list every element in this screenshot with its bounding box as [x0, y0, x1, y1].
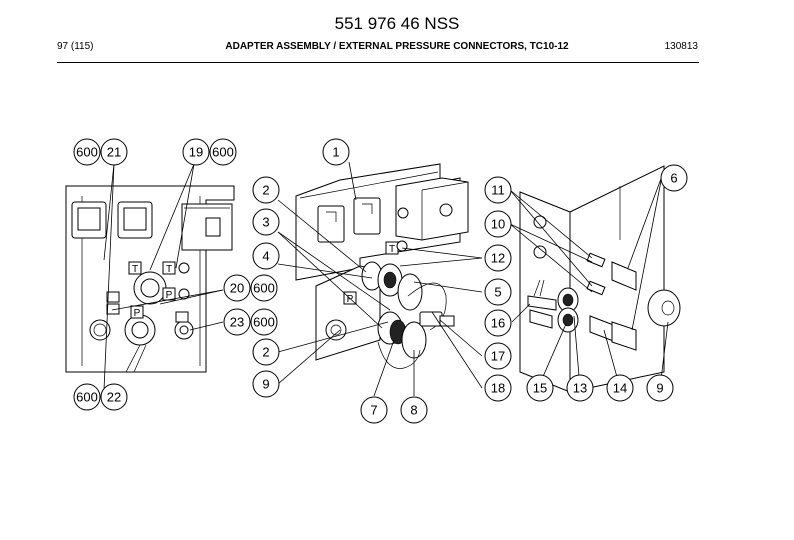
- callout-15: 15: [526, 374, 554, 402]
- svg-text:15: 15: [533, 381, 547, 396]
- callout-11: 11: [484, 176, 512, 204]
- callout-8: 8: [400, 396, 428, 424]
- callout-4: 4: [252, 242, 280, 270]
- svg-text:600: 600: [76, 390, 98, 405]
- svg-text:600: 600: [76, 145, 98, 160]
- callout-20: 20: [223, 274, 251, 302]
- callout-14: 14: [606, 374, 634, 402]
- svg-text:13: 13: [573, 381, 587, 396]
- callout-2-a: 2: [252, 176, 280, 204]
- svg-text:19: 19: [189, 145, 203, 160]
- header-rule: [57, 62, 699, 63]
- svg-text:20: 20: [230, 281, 244, 296]
- callout-3: 3: [252, 208, 280, 236]
- left-panel-view: T T P P: [65, 185, 235, 373]
- callout-21: 21: [100, 138, 128, 166]
- panel-mark-p2: P: [134, 308, 141, 319]
- document-number: 551 976 46 NSS: [334, 14, 460, 33]
- svg-text:12: 12: [491, 251, 505, 266]
- panel-mark-p1: P: [166, 290, 173, 301]
- panel-mark-t3: T: [389, 244, 395, 255]
- svg-text:7: 7: [370, 403, 377, 418]
- panel-mark-p3: P: [347, 294, 354, 305]
- callout-18: 18: [484, 374, 512, 402]
- callout-19: 19: [182, 138, 210, 166]
- callout-2-b: 2: [252, 338, 280, 366]
- svg-text:5: 5: [494, 285, 501, 300]
- svg-text:8: 8: [410, 403, 417, 418]
- svg-text:9: 9: [262, 377, 269, 392]
- svg-text:22: 22: [107, 390, 121, 405]
- svg-text:600: 600: [253, 315, 275, 330]
- callout-17: 17: [484, 342, 512, 370]
- callout-600-a: 600: [73, 138, 101, 166]
- right-assembly-view: [519, 165, 681, 393]
- svg-text:2: 2: [262, 183, 269, 198]
- page-reference: 97 (115): [57, 41, 94, 52]
- svg-text:4: 4: [262, 249, 269, 264]
- callout-600-e: 600: [73, 383, 101, 411]
- date-code: 130813: [664, 41, 698, 52]
- callout-9-a: 9: [252, 370, 280, 398]
- callout-600-d: 600: [250, 308, 278, 336]
- svg-text:2: 2: [262, 345, 269, 360]
- svg-text:16: 16: [491, 316, 505, 331]
- panel-mark-t1: T: [132, 264, 138, 275]
- svg-text:23: 23: [230, 315, 244, 330]
- center-assembly-view: T P: [295, 163, 469, 369]
- callout-7: 7: [360, 396, 388, 424]
- callout-13: 13: [566, 374, 594, 402]
- svg-text:600: 600: [253, 281, 275, 296]
- svg-text:3: 3: [262, 215, 269, 230]
- callout-23: 23: [223, 308, 251, 336]
- callout-600-c: 600: [250, 274, 278, 302]
- svg-text:10: 10: [491, 217, 505, 232]
- svg-text:6: 6: [670, 171, 677, 186]
- callout-10: 10: [484, 210, 512, 238]
- callout-1: 1: [322, 138, 350, 166]
- callout-12: 12: [484, 244, 512, 272]
- callout-600-b: 600: [209, 138, 237, 166]
- svg-text:18: 18: [491, 381, 505, 396]
- callout-22: 22: [100, 383, 128, 411]
- svg-text:14: 14: [613, 381, 627, 396]
- svg-text:11: 11: [491, 183, 505, 198]
- svg-text:9: 9: [656, 381, 663, 396]
- svg-text:1: 1: [332, 145, 339, 160]
- callout-16: 16: [484, 309, 512, 337]
- svg-text:17: 17: [491, 349, 505, 364]
- callout-9-b: 9: [646, 374, 674, 402]
- document-title: ADAPTER ASSEMBLY / EXTERNAL PRESSURE CON…: [225, 41, 569, 52]
- panel-mark-t2: T: [166, 264, 172, 275]
- svg-text:600: 600: [212, 145, 234, 160]
- svg-text:21: 21: [107, 145, 121, 160]
- callout-6: 6: [660, 164, 688, 192]
- callout-5: 5: [484, 278, 512, 306]
